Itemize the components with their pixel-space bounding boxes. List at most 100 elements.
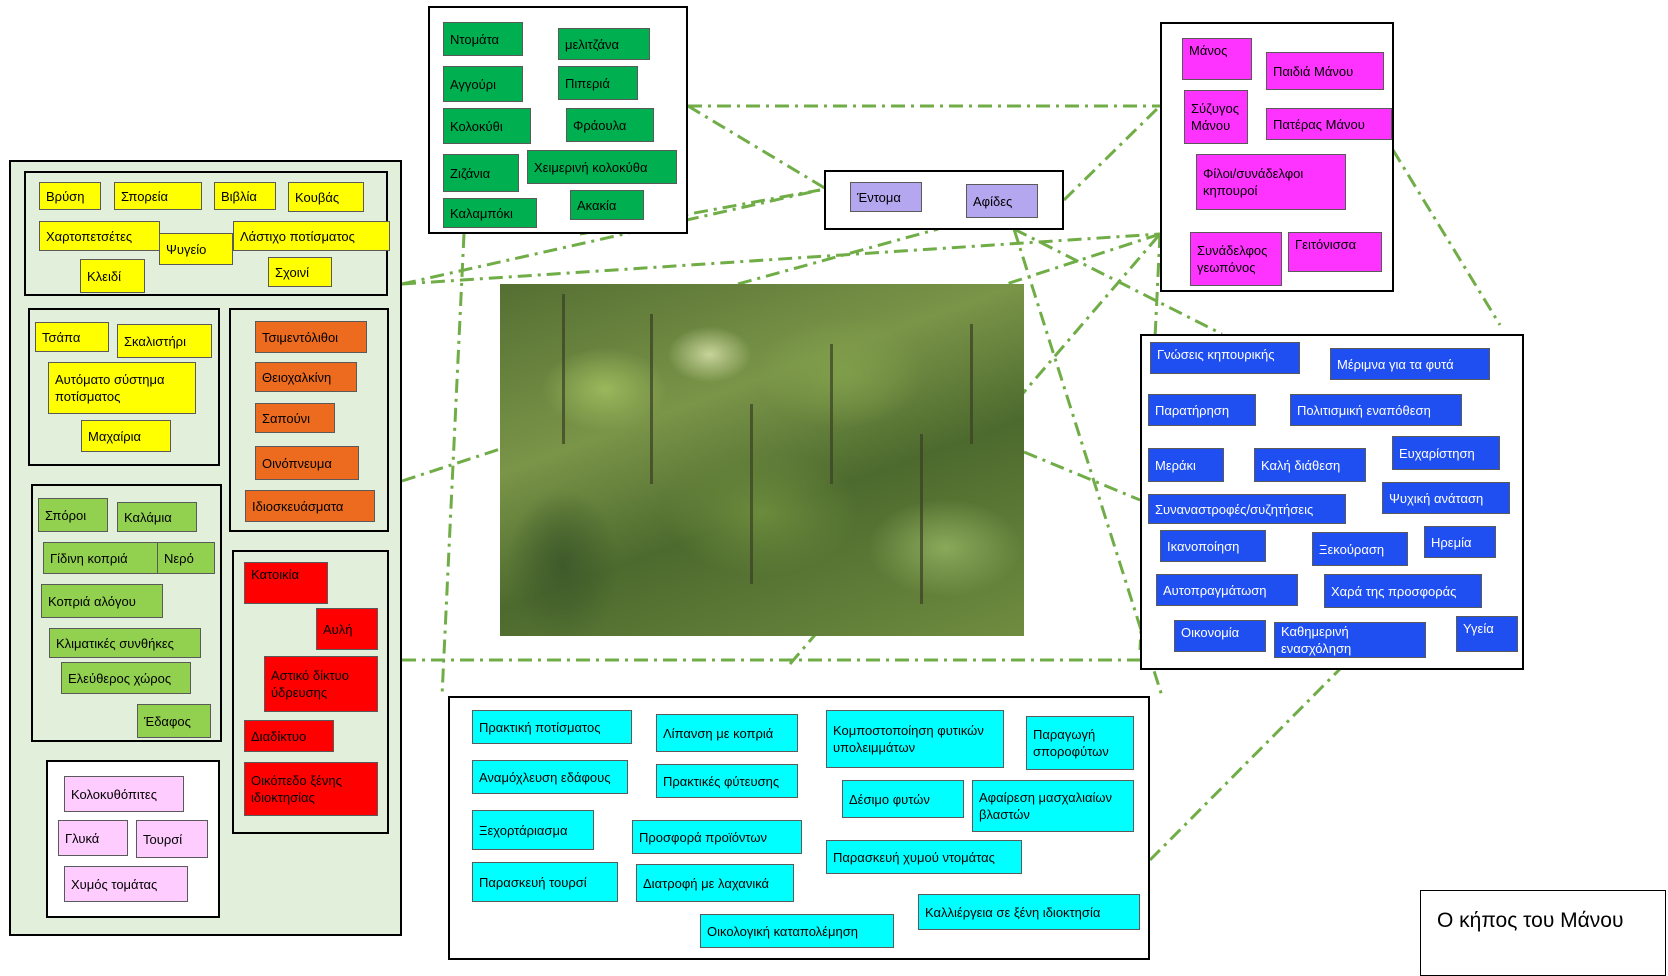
value-chip: Καθημερινή ενασχόληση <box>1274 622 1426 658</box>
material-chip: Οινόπνευμα <box>255 446 359 480</box>
resource-chip: Νερό <box>157 542 215 574</box>
tool-chip: Χαρτοπετσέτες <box>39 221 160 251</box>
tool-chip: Λάστιχο ποτίσματος <box>233 221 390 251</box>
value-chip: Ψυχική ανάταση <box>1382 482 1510 514</box>
resources-panel: Βρύση Σπορεία Βιβλία Κουβάς Χαρτοπετσέτε… <box>9 160 402 936</box>
person-chip: Συνάδελφος γεωπόνος <box>1190 232 1282 286</box>
value-chip: Μεράκι <box>1148 448 1224 482</box>
connector-line <box>1012 228 1164 697</box>
tool-chip: Τσάπα <box>35 322 109 352</box>
practice-chip: Αφαίρεση μασχαλιαίων βλαστών <box>972 780 1134 832</box>
practice-chip: Λίπανση με κοπριά <box>656 714 798 752</box>
person-chip: Μάνος <box>1182 38 1252 80</box>
infrastructure-chip: Κατοικία <box>244 562 328 604</box>
value-chip: Υγεία <box>1456 616 1518 652</box>
value-chip: Συναναστροφές/συζητήσεις <box>1148 494 1346 524</box>
connector-line <box>1062 104 1162 202</box>
connector-line <box>440 233 466 697</box>
crop-chip: Χειμερινή κολοκύθα <box>527 150 677 184</box>
natural-resources-group: Σπόροι Καλάμια Γίδινη κοπριά Νερό Κοπριά… <box>31 484 222 742</box>
plant-stake <box>562 294 565 444</box>
tool-chip: Βιβλία <box>214 182 276 210</box>
plant-stake <box>970 324 973 444</box>
connector-line <box>737 227 939 286</box>
diagram-title: Ο κήπος του Μάνου <box>1420 890 1666 976</box>
value-chip: Χαρά της προσφοράς <box>1324 574 1482 608</box>
tool-chip: Ψυγείο <box>159 233 233 265</box>
practice-chip: Δέσιμο φυτών <box>842 780 964 818</box>
resource-chip: Γίδινη κοπριά <box>43 542 161 574</box>
resource-chip: Κλιματικές συνθήκες <box>49 628 201 658</box>
crop-chip: Ντομάτα <box>443 22 523 56</box>
resource-chip: Ελεύθερος χώρος <box>61 662 191 694</box>
tool-chip: Σκαλιστήρι <box>117 324 212 358</box>
value-chip: Γνώσεις κηπουρικής <box>1150 342 1300 374</box>
crop-chip: Αγγούρι <box>443 66 523 102</box>
material-chip: Σαπούνι <box>255 403 335 433</box>
practice-chip: Καλλιέργεια σε ξένη ιδιοκτησία <box>918 894 1140 930</box>
tools-group: Βρύση Σπορεία Βιβλία Κουβάς Χαρτοπετσέτε… <box>24 171 390 296</box>
infrastructure-chip: Αυλή <box>316 608 378 650</box>
product-chip: Χυμός τομάτας <box>64 866 188 902</box>
value-chip: Καλή διάθεση <box>1254 448 1366 482</box>
connector-line <box>1023 450 1141 502</box>
tool-chip: Κουβάς <box>288 182 364 212</box>
hand-tools-group: Τσάπα Σκαλιστήρι Αυτόματο σύστημα ποτίσμ… <box>28 308 220 466</box>
practice-chip: Παραγωγή σποροφύτων <box>1026 716 1134 770</box>
product-chip: Κολοκυθόπιτες <box>64 776 184 812</box>
value-chip: Ηρεμία <box>1424 526 1496 558</box>
tool-chip: Σχοινί <box>268 257 332 287</box>
plant-stake <box>920 434 923 604</box>
resource-chip: Έδαφος <box>137 704 211 738</box>
value-chip: Παρατήρηση <box>1148 394 1256 426</box>
products-group: Κολοκυθόπιτες Γλυκά Τουρσί Χυμός τομάτας <box>46 760 220 918</box>
crop-chip: Ακακία <box>570 190 644 220</box>
garden-photo <box>500 284 1024 636</box>
material-chip: Τσιμεντόλιθοι <box>255 321 367 353</box>
value-chip: Ευχαρίστηση <box>1392 436 1500 470</box>
practice-chip: Αναμόχλευση εδάφους <box>472 760 628 794</box>
person-chip: Σύζυγος Μάνου <box>1184 90 1248 144</box>
practice-chip: Προσφορά προϊόντων <box>632 820 802 854</box>
connector-line <box>1391 149 1502 326</box>
crops-panel: Ντομάτα μελιτζάνα Αγγούρι Πιπεριά Κολοκύ… <box>428 6 688 234</box>
practice-chip: Παρασκευή χυμού ντομάτας <box>826 840 1022 874</box>
crop-chip: Πιπεριά <box>558 66 638 100</box>
pests-panel: Έντομα Αφίδες <box>824 170 1064 230</box>
pest-chip: Αφίδες <box>966 184 1038 218</box>
material-chip: Θειοχαλκίνη <box>255 362 357 392</box>
crop-chip: Κολοκύθι <box>443 108 531 144</box>
person-chip: Γειτόνισσα <box>1288 232 1382 272</box>
plant-stake <box>830 344 833 484</box>
practices-panel: Πρακτική ποτίσματος Λίπανση με κοπριά Κο… <box>448 696 1150 960</box>
crop-chip: μελιτζάνα <box>558 28 650 60</box>
crop-chip: Ζιζάνια <box>443 154 519 192</box>
tool-chip: Μαχαίρια <box>81 420 171 452</box>
crop-chip: Καλαμπόκι <box>443 198 537 228</box>
infrastructure-chip: Οικόπεδο ξένης ιδιοκτησίας <box>244 762 378 816</box>
value-chip: Αυτοπραγμάτωση <box>1156 574 1298 606</box>
person-chip: Παιδιά Μάνου <box>1266 52 1384 90</box>
connector-line <box>687 104 829 192</box>
crop-chip: Φράουλα <box>566 108 654 142</box>
connector-line <box>1148 667 1342 862</box>
materials-group: Τσιμεντόλιθοι Θειοχαλκίνη Σαπούνι Οινόπν… <box>229 308 389 532</box>
plant-stake <box>650 314 653 484</box>
infrastructure-chip: Διαδίκτυο <box>244 720 334 752</box>
tool-chip: Κλειδί <box>80 259 145 293</box>
value-chip: Μέριμνα για τα φυτά <box>1330 348 1490 380</box>
connector-line <box>401 232 1161 286</box>
practice-chip: Οικολογική καταπολέμηση <box>700 914 894 948</box>
infrastructure-chip: Αστικό δίκτυο ύδρευσης <box>264 656 378 712</box>
tool-chip: Βρύση <box>39 182 101 210</box>
practice-chip: Κομποστοποίηση φυτικών υπολειμμάτων <box>826 710 1004 768</box>
person-chip: Φίλοι/συνάδελφοι κηπουροί <box>1196 154 1346 210</box>
product-chip: Τουρσί <box>136 820 208 858</box>
connector-line <box>401 188 821 286</box>
practice-chip: Διατροφή με λαχανικά <box>636 864 794 902</box>
resource-chip: Καλάμια <box>117 502 197 532</box>
practice-chip: Παρασκευή τουρσί <box>472 862 618 902</box>
practice-chip: Ξεχορτάριασμα <box>472 810 594 850</box>
pest-chip: Έντομα <box>850 182 922 212</box>
value-chip: Ξεκούραση <box>1312 532 1408 566</box>
